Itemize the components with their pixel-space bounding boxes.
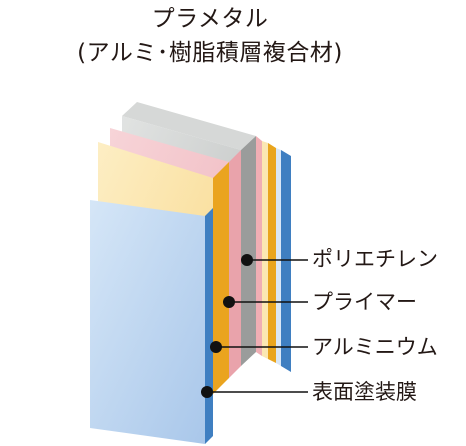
callout-primer — [223, 296, 308, 308]
back-coating-sliver — [276, 148, 291, 372]
back-primer-sliver — [256, 136, 262, 356]
label-primer: プライマー — [312, 290, 417, 314]
diagram-subtitle: (アルミ･樹脂積層複合材) — [77, 40, 343, 66]
callout-aluminum — [210, 341, 308, 353]
label-aluminum: アルミニウム — [312, 335, 438, 359]
back-aluminum-sliver — [262, 141, 276, 363]
diagram-title: プラメタル — [151, 6, 269, 32]
surface-coating-layer — [90, 200, 213, 444]
label-surface-coating: 表面塗装膜 — [312, 380, 417, 404]
label-polyethylene: ポリエチレン — [312, 247, 438, 271]
callout-surface-coating — [201, 386, 308, 398]
callout-polyethylene — [241, 254, 308, 266]
